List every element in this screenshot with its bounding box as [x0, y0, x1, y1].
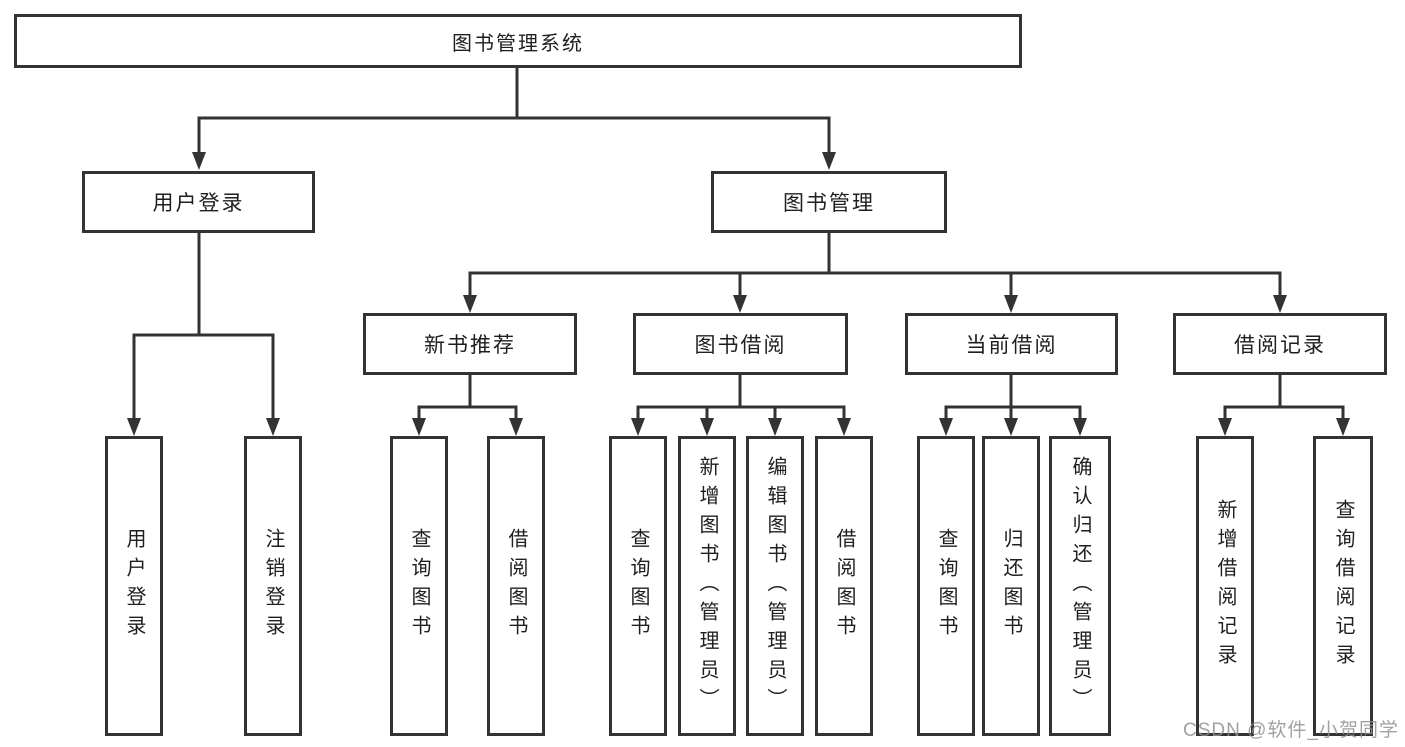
node-new-book-recommendation: 新书推荐: [363, 313, 577, 375]
node-label: 确认归还（管理员）: [1069, 455, 1091, 717]
node-query-books-2: 查询图书: [609, 436, 667, 736]
node-query-borrow-record: 查询借阅记录: [1313, 436, 1373, 736]
node-label: 借阅图书: [833, 528, 855, 644]
node-label: 查询图书: [935, 528, 957, 644]
node-label: 编辑图书（管理员）: [764, 455, 786, 717]
node-label: 当前借阅: [965, 334, 1058, 357]
node-current-borrowing: 当前借阅: [905, 313, 1118, 375]
node-query-books-1: 查询图书: [390, 436, 448, 736]
node-label: 注销登录: [262, 528, 284, 644]
node-user-login: 用户登录: [82, 171, 315, 233]
node-label: 图书管理系统: [452, 32, 584, 55]
node-label: 图书借阅: [694, 334, 787, 357]
node-return-books: 归还图书: [982, 436, 1040, 736]
csdn-watermark: CSDN @软件_小贺同学: [1183, 720, 1399, 741]
node-label: 查询借阅记录: [1332, 499, 1354, 673]
node-borrow-books-1: 借阅图书: [487, 436, 545, 736]
node-label: 新书推荐: [424, 334, 516, 357]
node-library-management-system: 图书管理系统: [14, 14, 1022, 68]
node-add-borrow-record: 新增借阅记录: [1196, 436, 1254, 736]
node-label: 用户登录: [152, 192, 245, 215]
node-label: 归还图书: [1000, 528, 1022, 644]
node-query-books-3: 查询图书: [917, 436, 975, 736]
node-user-login-leaf: 用户登录: [105, 436, 163, 736]
node-label: 新增图书（管理员）: [696, 455, 718, 717]
node-borrowing-records: 借阅记录: [1173, 313, 1387, 375]
node-confirm-return-admin: 确认归还（管理员）: [1049, 436, 1111, 736]
node-label: 借阅记录: [1234, 334, 1326, 357]
node-label: 查询图书: [627, 528, 649, 644]
node-label: 查询图书: [408, 528, 430, 644]
node-label: 新增借阅记录: [1214, 499, 1236, 673]
node-book-borrowing: 图书借阅: [633, 313, 848, 375]
node-borrow-books-2: 借阅图书: [815, 436, 873, 736]
node-label: 借阅图书: [505, 528, 527, 644]
node-edit-books-admin: 编辑图书（管理员）: [746, 436, 804, 736]
node-label: 用户登录: [123, 528, 145, 644]
node-label: 图书管理: [783, 192, 875, 215]
node-book-management: 图书管理: [711, 171, 947, 233]
node-add-books-admin: 新增图书（管理员）: [678, 436, 736, 736]
node-logout: 注销登录: [244, 436, 302, 736]
